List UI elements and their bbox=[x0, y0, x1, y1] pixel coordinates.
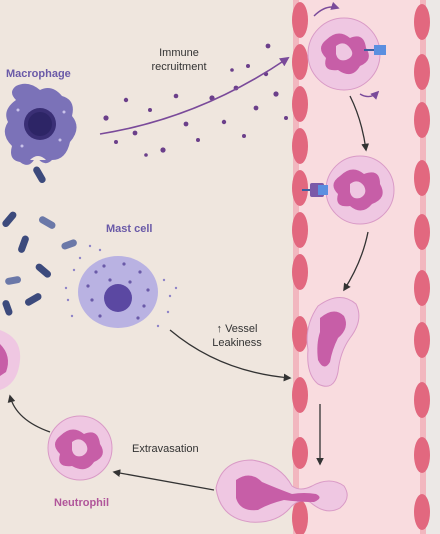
endothelial-cell-icon bbox=[292, 316, 308, 352]
recruitment-arrow bbox=[99, 56, 290, 135]
endothelial-cell-icon bbox=[292, 44, 308, 80]
endothelial-cell-icon bbox=[292, 86, 308, 122]
neutrophil-icon bbox=[302, 155, 395, 225]
macrophage-label: Macrophage bbox=[6, 68, 71, 80]
vessel-leakiness-label: ↑ Vessel Leakiness bbox=[212, 323, 262, 349]
vessel-wall-right bbox=[414, 0, 430, 534]
endothelial-cell-icon bbox=[414, 270, 430, 306]
endothelial-cell-icon bbox=[292, 128, 308, 164]
vessel-lumen bbox=[296, 0, 426, 534]
bacteria-icon bbox=[2, 166, 77, 316]
endothelial-cell-icon bbox=[292, 500, 308, 534]
endothelial-cell-icon bbox=[414, 214, 430, 250]
leakiness-arrow bbox=[169, 329, 292, 382]
extravasation-label: Extravasation bbox=[132, 443, 199, 455]
endothelial-cell-icon bbox=[414, 160, 430, 196]
chemokine-dots bbox=[103, 43, 288, 157]
adhesion-receptor-icon bbox=[374, 45, 386, 55]
endothelial-cell-icon bbox=[414, 437, 430, 473]
neutrophil-icon bbox=[306, 297, 360, 387]
endothelial-cell-icon bbox=[292, 254, 308, 290]
endothelial-cell-icon bbox=[414, 322, 430, 358]
macrophage-icon bbox=[4, 83, 77, 165]
mast-cell-label: Mast cell bbox=[106, 223, 153, 235]
endothelial-cell-icon bbox=[292, 212, 308, 248]
partial-cell-icon bbox=[0, 330, 21, 390]
return-arrow bbox=[7, 394, 51, 433]
neutrophil-icon bbox=[215, 459, 348, 523]
endothelial-cell-icon bbox=[414, 494, 430, 530]
endothelial-cell-icon bbox=[414, 54, 430, 90]
endothelial-cell-icon bbox=[292, 170, 308, 206]
endothelial-cell-icon bbox=[414, 4, 430, 40]
immune-recruitment-label: Immune recruitment bbox=[151, 47, 207, 73]
endothelial-cell-icon bbox=[292, 377, 308, 413]
endothelial-cell-icon bbox=[414, 102, 430, 138]
mast-cell-icon bbox=[64, 244, 178, 328]
neutrophil-icon bbox=[307, 17, 386, 91]
endothelial-cell-icon bbox=[292, 2, 308, 38]
endothelial-cell-icon bbox=[292, 437, 308, 469]
vessel-wall-left bbox=[292, 0, 308, 534]
neutrophil-label: Neutrophil bbox=[54, 497, 109, 509]
endothelial-cell-icon bbox=[414, 382, 430, 418]
neutrophil-icon bbox=[47, 415, 113, 481]
